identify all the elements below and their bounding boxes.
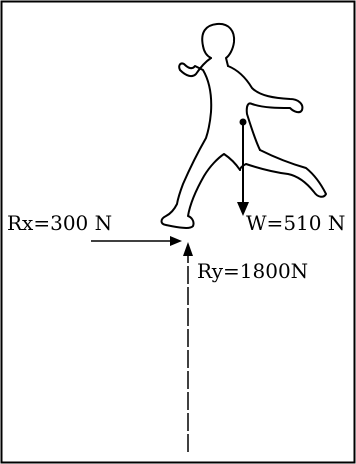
runner-head [201,22,236,67]
runner-torso [160,57,241,229]
ry-force-arrow [183,242,193,452]
runner-back-arm [227,65,304,151]
rx-force-arrow [91,236,182,246]
ry-arrowhead [183,242,193,256]
rx-arrowhead [170,236,182,246]
w-arrowhead [237,202,249,216]
w-label: W=510 N [246,211,345,235]
rx-label: Rx=300 N [7,211,112,235]
runner-neck [202,45,212,59]
runner-rear-leg [239,149,327,198]
runner-figure [160,22,327,229]
ry-label: Ry=1800N [197,259,308,283]
w-force-arrow [237,118,249,216]
